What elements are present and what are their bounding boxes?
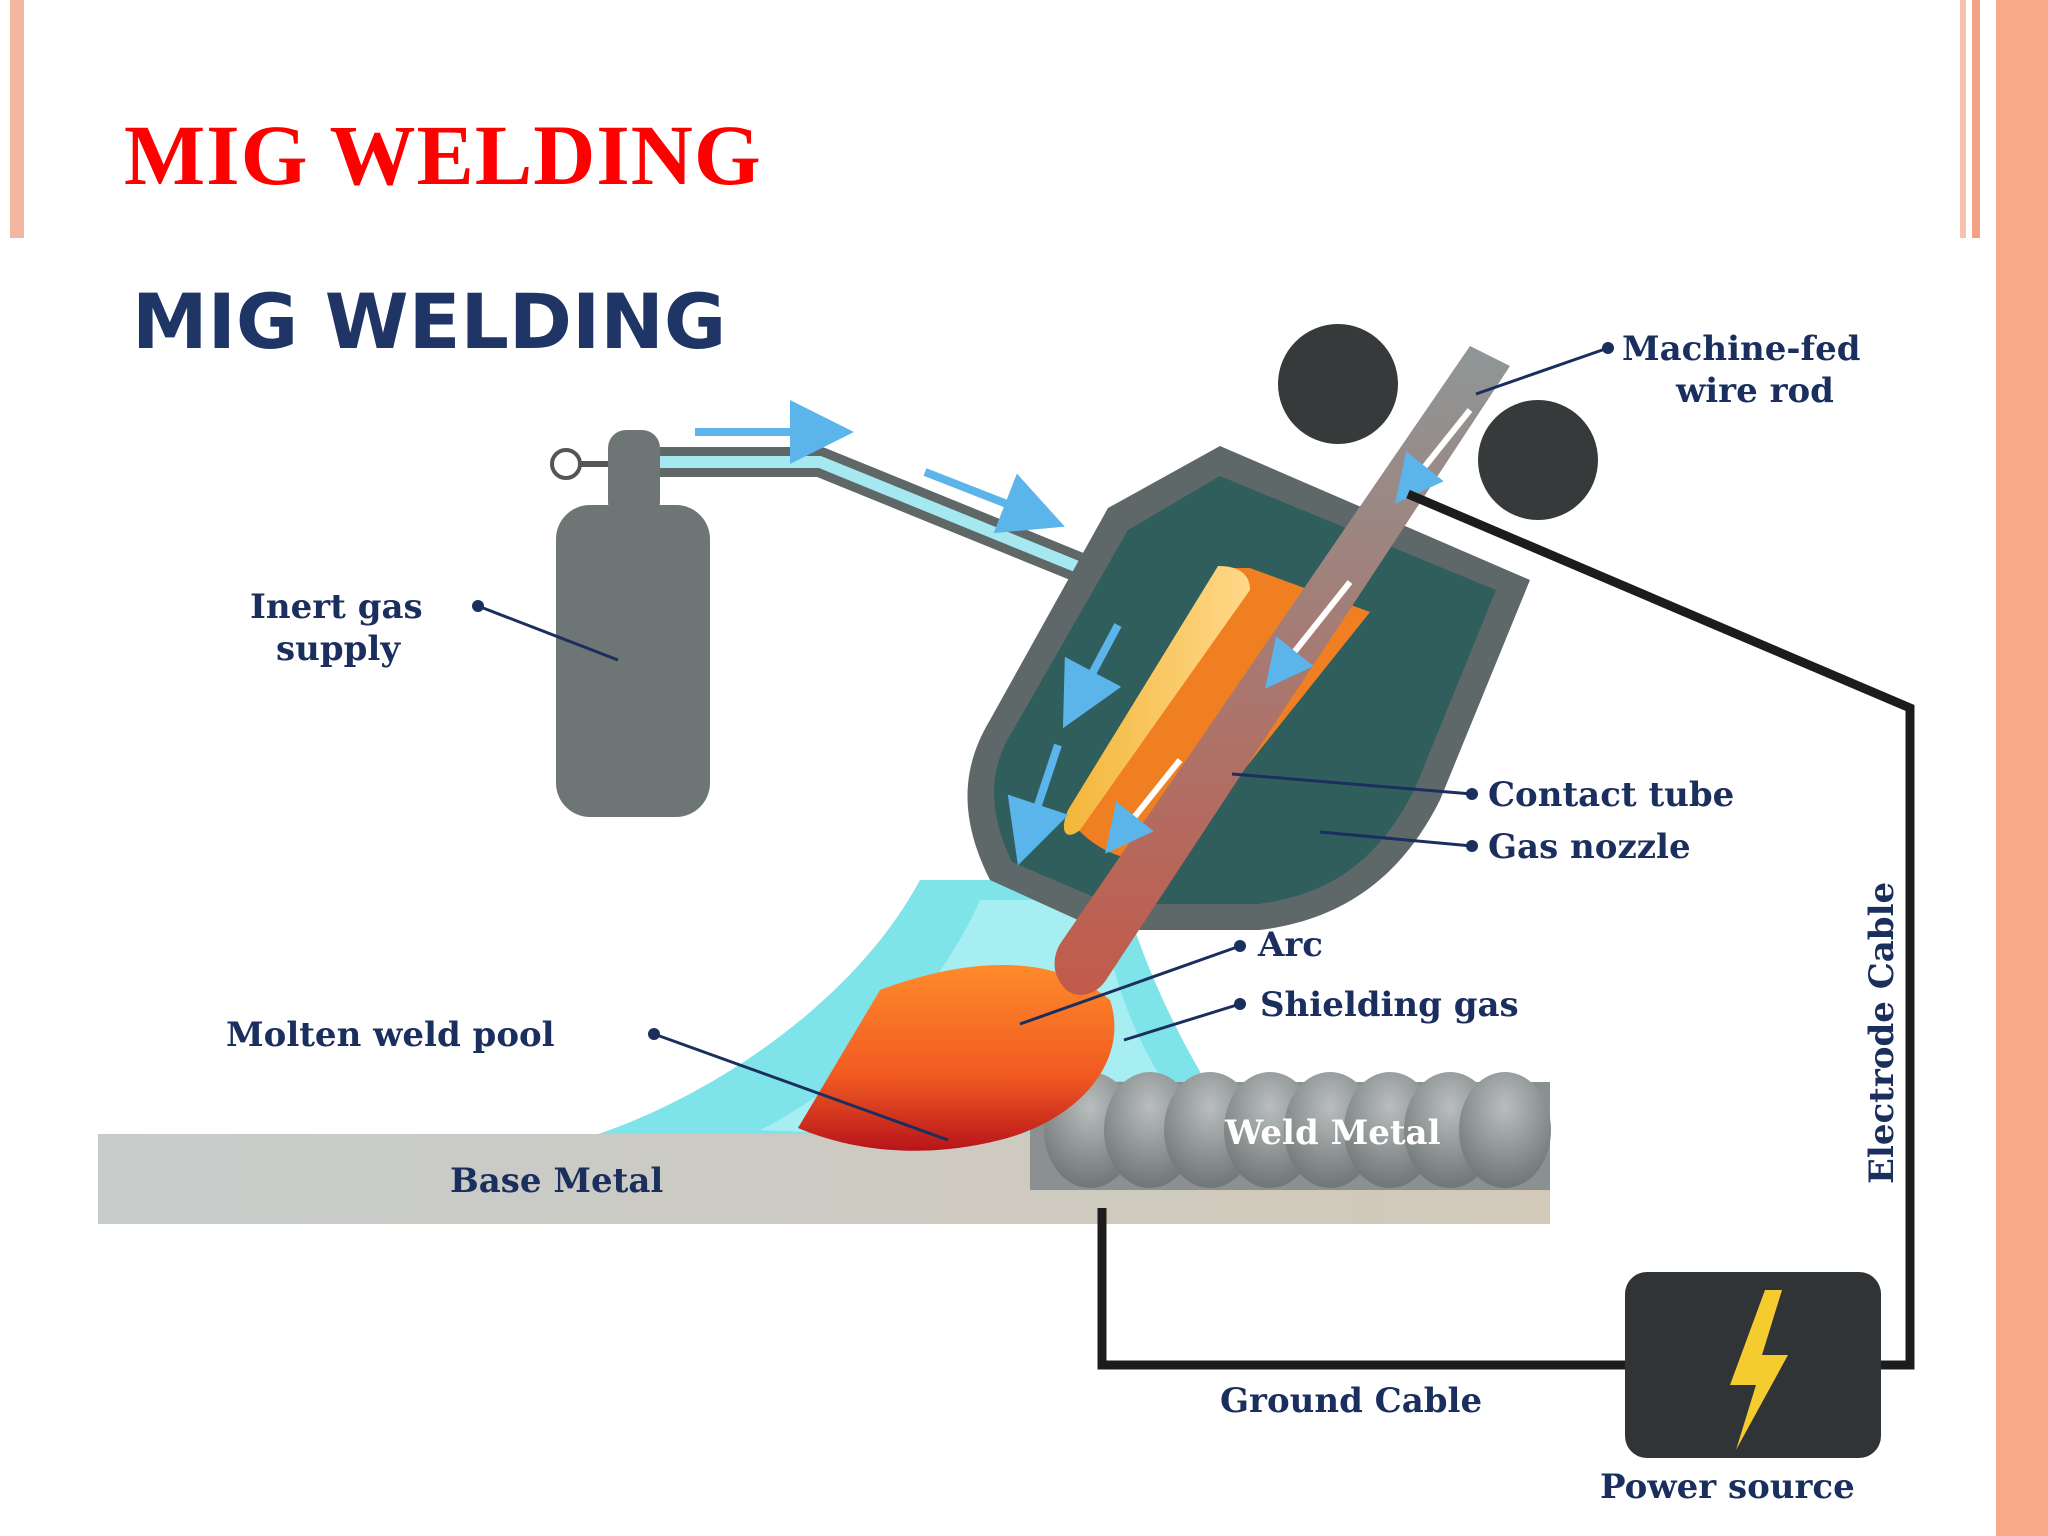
weld-pool-label: Molten weld pool — [226, 1015, 555, 1055]
gas-flow-arrow-icon — [1007, 743, 1069, 866]
wire-rod-label-line1: Machine-fed — [1622, 329, 1861, 369]
gas-supply-label-line1: Inert gas — [250, 587, 423, 627]
contact-tube-label: Contact tube — [1488, 775, 1734, 815]
gas-flow-arrow-icon — [1062, 623, 1122, 729]
label-leaders — [472, 342, 1614, 1142]
electrode-cable-label: Electrode Cable — [1862, 882, 1902, 1184]
lightning-bolt-icon — [1730, 1290, 1788, 1450]
power-source — [1625, 1272, 1881, 1458]
electrode-cable — [1406, 489, 1915, 1370]
wire-rod-label-line2: wire rod — [1675, 371, 1834, 411]
slide-border-right — [1996, 0, 2048, 1536]
base-metal-label: Base Metal — [450, 1161, 663, 1201]
ground-cable — [1097, 1208, 1628, 1370]
shielding-gas-label: Shielding gas — [1260, 985, 1519, 1025]
pressure-gauge-icon — [550, 448, 582, 480]
feed-roller-icon — [1478, 400, 1598, 520]
power-source-label: Power source — [1600, 1467, 1855, 1507]
weld-metal-bead — [1030, 1072, 1551, 1190]
slide-border-right-accent — [1972, 0, 1980, 238]
wire-rod — [1054, 346, 1510, 996]
gas-flow-arrow-icon — [923, 468, 1065, 534]
ground-cable-label: Ground Cable — [1220, 1381, 1482, 1421]
gas-supply-label-line2: supply — [276, 629, 401, 669]
contact-tube — [1063, 566, 1250, 835]
gas-hose — [660, 447, 1116, 594]
gas-nozzle-label: Gas nozzle — [1488, 827, 1691, 867]
slide-title: MIG WELDING — [124, 107, 762, 203]
diagram-title: MIG WELDING — [132, 277, 726, 366]
weld-metal-label: Weld Metal — [1224, 1113, 1441, 1153]
gas-cylinder-icon — [550, 430, 710, 817]
slide-border-left — [10, 0, 24, 238]
feed-roller-icon — [1278, 324, 1398, 444]
arc-label: Arc — [1257, 925, 1323, 965]
molten-weld-pool — [798, 965, 1115, 1151]
slide-border-right-inner — [1960, 0, 1966, 238]
